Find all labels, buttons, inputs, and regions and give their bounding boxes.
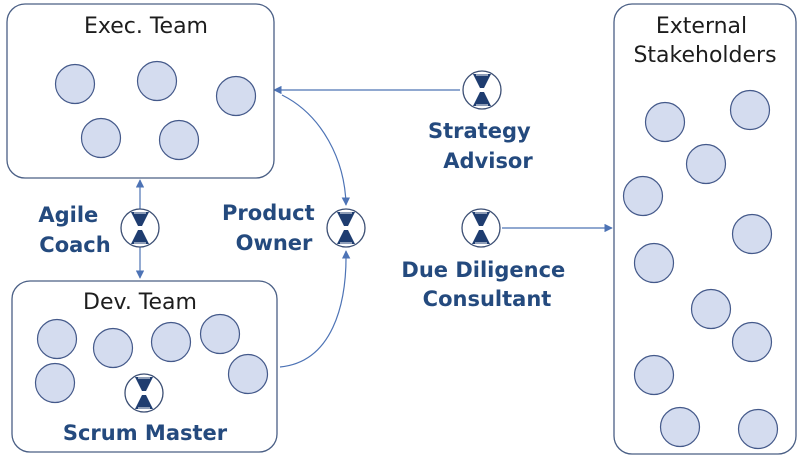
product-owner-label: Product Owner [222,201,322,255]
agile-coach-label: Agile Coach [38,203,110,257]
external-member [731,213,773,255]
exec-member [54,63,96,105]
due-diligence-line-2: Consultant [423,287,552,311]
due-diligence-line-1: Due Diligence [401,258,565,282]
due-diligence-role: Due Diligence Consultant [401,208,572,311]
dev-member [227,353,269,395]
external-member [622,175,664,217]
external-member [659,406,701,448]
agile-coach-icon [120,208,160,248]
exec-member [215,75,257,117]
external-title-line-2: Stakeholders [633,43,776,68]
external-member [685,143,727,185]
agile-coach-line-1: Agile [38,203,98,227]
product-owner-icon [326,208,366,248]
exec-member [158,119,200,161]
dev-to-product-owner-connector [279,250,351,368]
scrum-master-icon [124,373,164,413]
dev-member [34,362,76,404]
exec-member [80,117,122,159]
external-member [690,288,732,330]
connectors [135,85,613,368]
external-member [633,354,675,396]
exec-team-title: Exec. Team [84,14,208,39]
exec-member [136,60,178,102]
product-owner-line-2: Owner [236,231,313,255]
strategy-advisor-line-1: Strategy [428,119,531,143]
dev-member [92,327,134,369]
due-diligence-icon [461,208,501,248]
external-stakeholders-group: External Stakeholders [613,3,797,455]
product-owner-role: Product Owner [222,201,366,255]
dev-team-title: Dev. Team [83,290,197,315]
external-member [729,89,771,131]
strategy-advisor-label: Strategy Advisor [428,119,538,173]
external-title-line-1: External [656,14,747,39]
dev-team-group: Dev. Team Scrum Master [11,280,278,453]
due-diligence-label: Due Diligence Consultant [401,258,572,311]
strategy-advisor-icon [462,70,502,110]
exec-team-group: Exec. Team [6,3,275,179]
agile-coach-role: Agile Coach [38,203,160,257]
strategy-advisor-line-2: Advisor [443,149,533,173]
agile-coach-line-2: Coach [39,233,110,257]
external-member [737,408,779,450]
scrum-master-label: Scrum Master [63,421,228,445]
product-owner-line-1: Product [222,201,315,225]
external-stakeholders-title: External Stakeholders [633,14,776,68]
dev-member [36,318,78,360]
dev-member [150,321,192,363]
external-member [644,101,686,143]
external-member [633,242,675,284]
external-member [731,321,773,363]
dev-member [199,313,241,355]
strategy-advisor-role: Strategy Advisor [428,70,538,173]
exec-to-product-owner-connector [281,94,351,206]
